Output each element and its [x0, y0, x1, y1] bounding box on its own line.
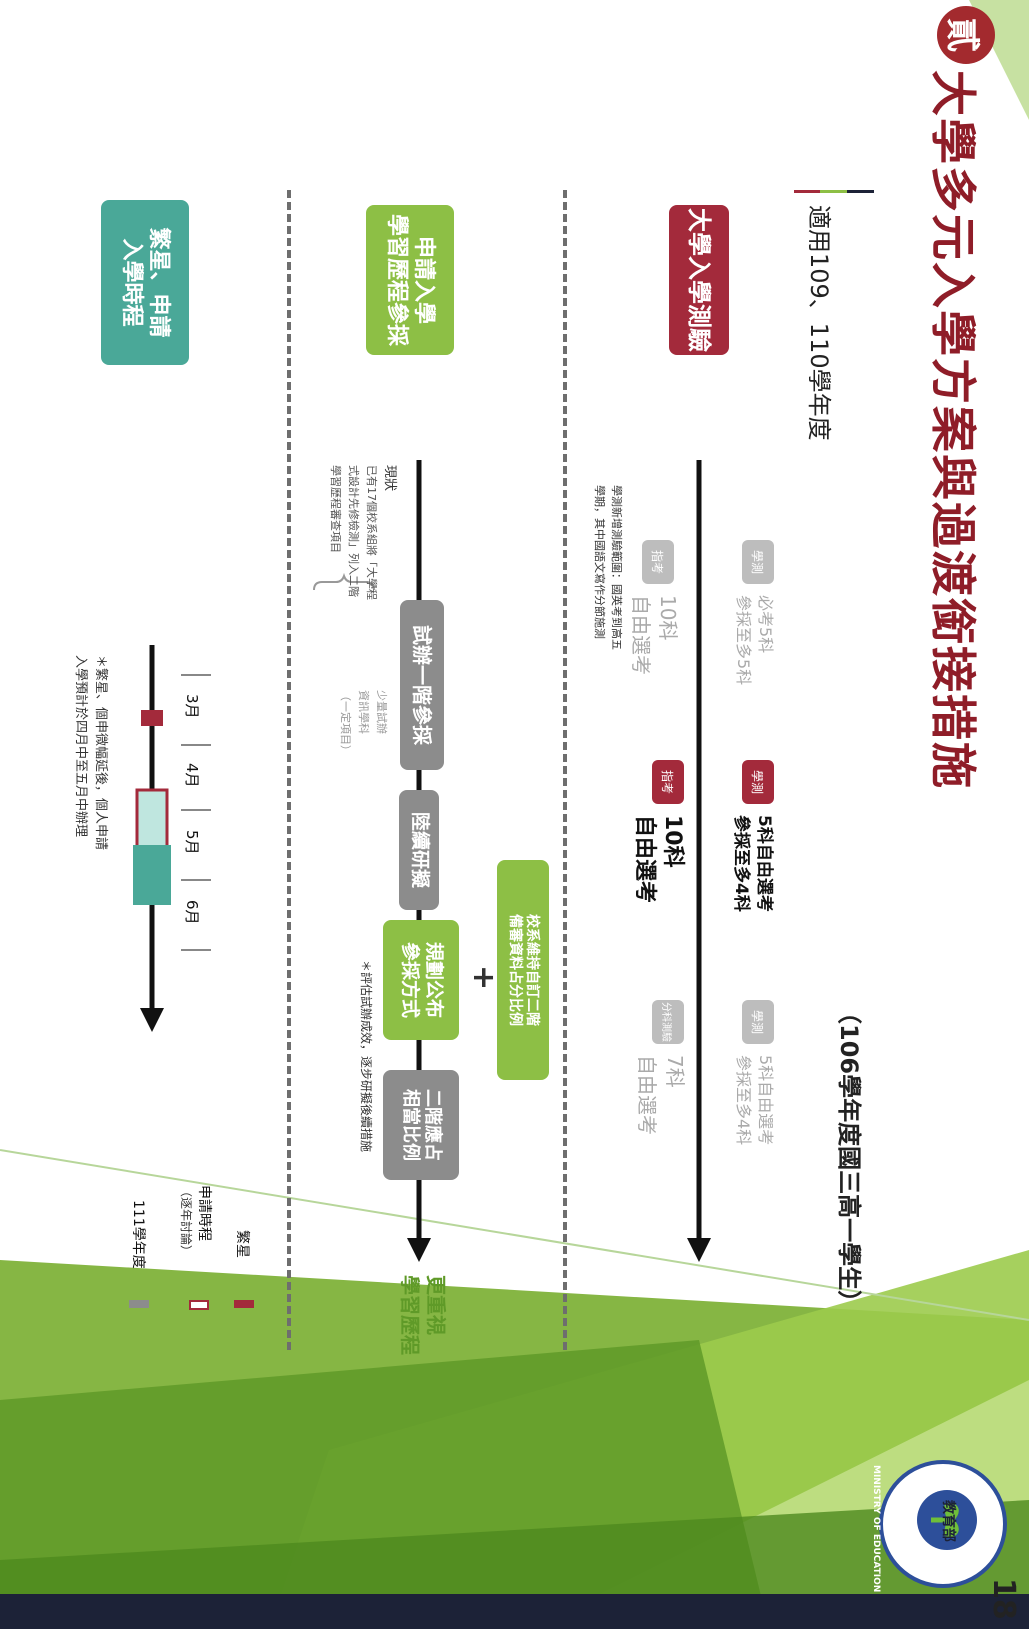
legend-shenqing-line1: 申請時程: [196, 1185, 212, 1241]
legend-shenqing-swatch: [189, 1300, 209, 1310]
ministry-logo-icon: [917, 1490, 977, 1550]
month-6: 6月: [183, 900, 201, 925]
month-5: 5月: [183, 830, 201, 855]
ministry-logo: [879, 1460, 1007, 1588]
legend-shenqing-line2: （逐年討論）: [179, 1185, 193, 1258]
row3-note-line1: ＊繁星、個申微幅延後，個人申請: [93, 655, 108, 851]
row3-note-line2: 入學預計於四月中至五月中辦理: [73, 655, 88, 838]
month-4: 4月: [183, 763, 201, 788]
legend-111-label: 111學年度: [130, 1200, 146, 1269]
legend-fanxing-swatch: [234, 1300, 254, 1308]
legend-fanxing-label: 繁星: [234, 1230, 250, 1258]
month-3: 3月: [183, 694, 201, 719]
legend-111-swatch: [129, 1300, 149, 1308]
